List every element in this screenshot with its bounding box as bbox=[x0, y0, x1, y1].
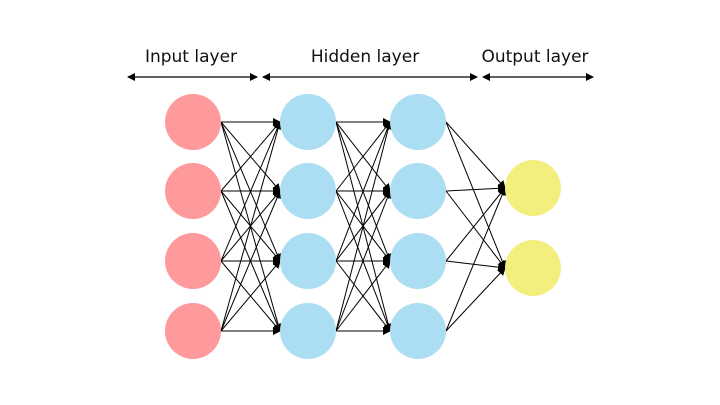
output-layer-label: Output layer bbox=[481, 47, 588, 67]
input-neuron-1-3 bbox=[165, 233, 221, 289]
hidden-neuron-3-3 bbox=[390, 233, 446, 289]
input-neuron-1-1 bbox=[165, 94, 221, 150]
connection-l3-n2-to-n1 bbox=[445, 184, 506, 193]
connection-l2-n2-to-n1 bbox=[335, 121, 391, 192]
connection-l2-n4-to-n2 bbox=[335, 190, 392, 332]
hidden-neuron-2-1 bbox=[280, 94, 336, 150]
connection-l1-n2-to-n1 bbox=[220, 121, 281, 192]
hidden-neuron-3-2 bbox=[390, 163, 446, 219]
connection-l1-n3-to-n1 bbox=[220, 121, 281, 262]
hidden-layer-label: Hidden layer bbox=[311, 47, 419, 67]
hidden-neuron-2-4 bbox=[280, 303, 336, 359]
input-neuron-1-4 bbox=[165, 303, 221, 359]
output-neuron-4-2 bbox=[505, 240, 561, 296]
hidden-neuron-3-1 bbox=[390, 94, 446, 150]
connection-l2-n3-to-n1 bbox=[335, 121, 392, 262]
connection-l2-n4-to-n1 bbox=[335, 121, 393, 332]
output-neuron-4-1 bbox=[505, 160, 561, 216]
hidden-neuron-3-4 bbox=[390, 303, 446, 359]
input-neuron-1-2 bbox=[165, 163, 221, 219]
connection-l3-n3-to-n1 bbox=[445, 187, 506, 262]
connection-l2-n4-to-n3 bbox=[335, 260, 391, 332]
connection-l3-n2-to-n2 bbox=[445, 190, 506, 269]
input-layer-label: Input layer bbox=[145, 47, 237, 67]
connection-l3-n1-to-n1 bbox=[445, 121, 506, 189]
connection-l3-n1-to-n2 bbox=[445, 121, 507, 269]
hidden-neuron-2-3 bbox=[280, 233, 336, 289]
connection-l1-n4-to-n2 bbox=[220, 190, 281, 332]
connection-l3-n3-to-n2 bbox=[445, 260, 506, 272]
connections-group bbox=[220, 118, 507, 335]
connection-l3-n4-to-n2 bbox=[445, 267, 506, 332]
neurons-group bbox=[165, 94, 561, 359]
connection-l1-n4-to-n1 bbox=[220, 121, 282, 332]
connection-l3-n4-to-n1 bbox=[445, 187, 507, 332]
hidden-neuron-2-2 bbox=[280, 163, 336, 219]
connection-l1-n4-to-n3 bbox=[220, 260, 281, 332]
